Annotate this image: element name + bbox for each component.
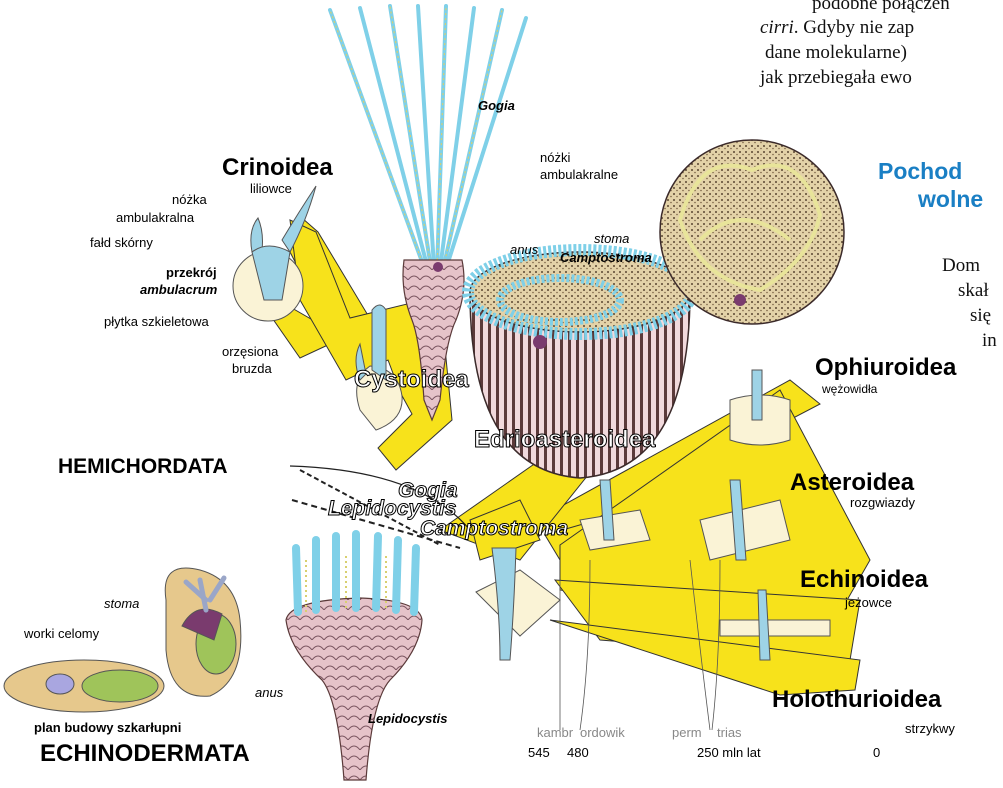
paragraph-line-2: skał [958,281,989,300]
period-trias: trias [717,726,742,739]
text-line-1: podobne połączen [812,0,950,13]
text-line-2-rest: . Gdyby nie zap [794,17,914,38]
label-anus-bottom: anus [255,686,283,699]
taxon-echinoidea-pl: jeżowce [845,596,892,609]
label-plan: plan budowy szkarłupni [34,721,181,734]
taxon-crinoidea: Crinoidea [222,156,333,180]
genus-lepidocystis-bottom: Lepidocystis [368,712,447,725]
label-nozka-2: ambulakralna [116,211,194,224]
taxon-asteroidea: Asteroidea [790,471,914,495]
age-545: 545 [528,746,550,759]
taxon-holothurioidea-pl: strzykwy [905,722,955,735]
label-nozki-2: ambulakralne [540,168,618,181]
paragraph-line-4: in [982,331,997,350]
label-stoma-bottom: stoma [104,597,139,610]
paragraph-line-3: się [970,306,991,325]
taxon-edrioasteroidea: Edrioasteroidea [474,428,655,452]
label-przekroj-2: ambulacrum [140,283,217,296]
age-0: 0 [873,746,880,759]
period-kambr: kambr [537,726,573,739]
genus-lepidocystis-tree: Lepidocystis [328,498,456,519]
taxon-ophiuroidea: Ophiuroidea [815,356,956,380]
text-line-4: jak przebiegała ewo [760,68,912,87]
age-250: 250 mln lat [697,746,761,759]
taxon-hemichordata: HEMICHORDATA [58,456,228,477]
taxon-echinoidea: Echinoidea [800,568,928,592]
section-heading-2: wolne [918,188,983,211]
label-fald: fałd skórny [90,236,153,249]
label-stoma-top: stoma [594,232,629,245]
lepidocystis-fossil [286,534,422,780]
paragraph-line-1: Dom [942,256,980,275]
label-worki: worki celomy [24,627,99,640]
text-line-3: dane molekularne) [765,43,907,62]
taxon-echinodermata: ECHINODERMATA [40,742,250,766]
taxon-asteroidea-pl: rozgwiazdy [850,496,915,509]
period-perm: perm [672,726,702,739]
label-nozka-1: nóżka [172,193,207,206]
label-przekroj-1: przekrój [166,266,217,279]
round-fossil [660,140,844,324]
taxon-cystoidea: Cystoidea [354,368,469,392]
genus-gogia-top: Gogia [478,99,515,112]
taxon-crinoidea-pl: liliowce [250,182,292,195]
genus-camptostroma-top: Camptostroma [560,251,652,264]
section-heading-1: Pochod [878,160,962,183]
period-ordowik: ordowik [580,726,625,739]
text-line-2-italic: cirri [760,17,794,38]
label-orzesiona-1: orzęsiona [222,345,278,358]
text-line-2: cirri. Gdyby nie zap [760,18,914,37]
taxon-holothurioidea: Holothurioidea [772,688,941,712]
genus-camptostroma-tree: Camptostroma [420,518,568,539]
taxon-ophiuroidea-pl: wężowidła [822,383,877,395]
label-plytka: płytka szkieletowa [104,315,209,328]
label-orzesiona-2: bruzda [232,362,272,375]
age-480: 480 [567,746,589,759]
label-anus-top: anus [510,243,538,256]
label-nozki-1: nóżki [540,151,570,164]
